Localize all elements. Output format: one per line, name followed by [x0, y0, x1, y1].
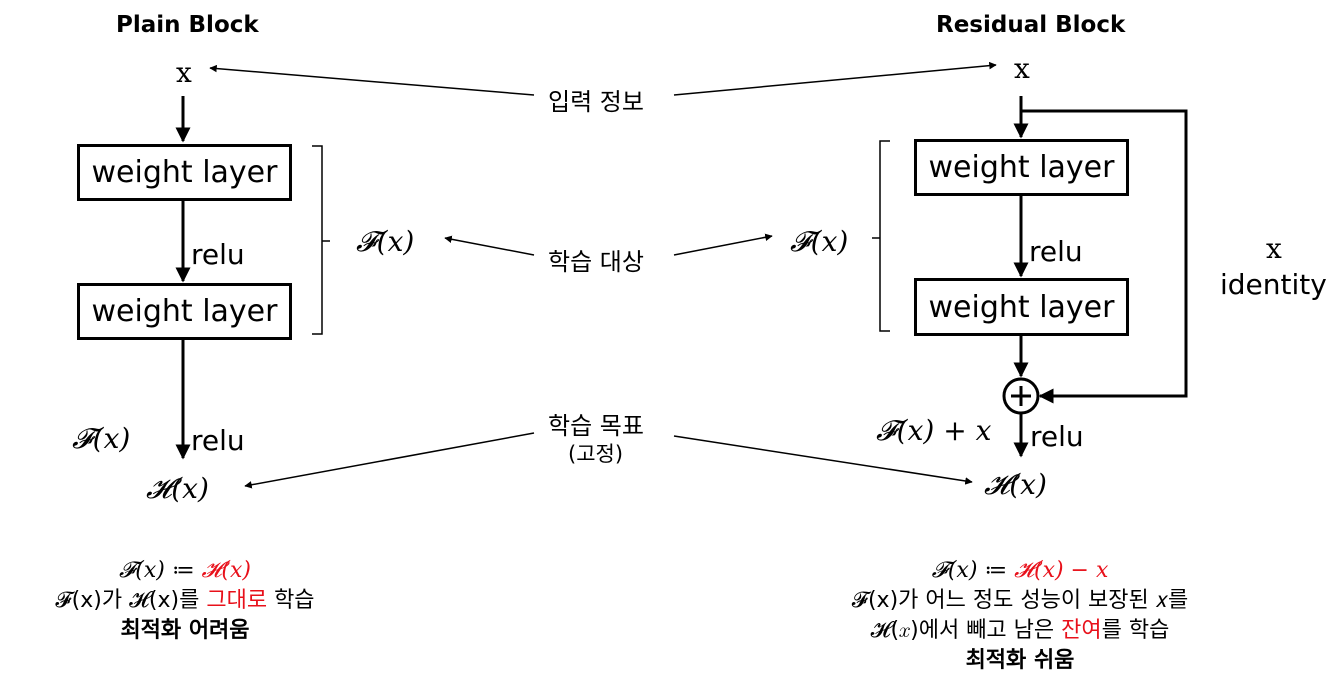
input-info-label: 입력 정보: [548, 88, 644, 116]
arrow-input-info-left: [209, 64, 535, 96]
right-bracket: [872, 140, 890, 332]
residual-block-note: 𝓕(x) ≔ 𝓗(x) − x 𝓕(x)가 어느 정도 성능이 보장된 𝑥를 𝓗…: [790, 556, 1250, 676]
left-input-x: x: [176, 56, 192, 89]
left-fx-label: 𝓕(x): [72, 422, 131, 455]
identity-x: x: [1266, 232, 1282, 265]
identity-label: identity: [1220, 268, 1327, 301]
right-sum-label: 𝓕(x) + x: [876, 414, 992, 447]
right-hx-output: 𝓗(x): [984, 468, 1047, 501]
plain-block-note: 𝓕(x) ≔ 𝓗(x) 𝓕(x)가 𝓗(x)를 그대로 학습 최적화 어려움: [20, 556, 350, 646]
fixed-label: (고정): [568, 442, 624, 466]
right-relu-1: relu: [1029, 235, 1083, 268]
left-hx-output: 𝓗(x): [146, 472, 209, 505]
residual-conclusion: 최적화 쉬움: [965, 648, 1075, 673]
right-weight-layer-2: weight layer: [914, 278, 1129, 336]
plain-block-title: Plain Block: [116, 12, 259, 38]
right-relu-2: relu: [1030, 420, 1084, 453]
left-relu-2: relu: [191, 424, 245, 457]
arrow-input-info-right: [673, 61, 997, 96]
right-input-x: x: [1014, 52, 1030, 85]
residual-desc-1: 𝓕(x)가 어느 정도 성능이 보장된 𝑥를: [851, 588, 1189, 613]
center-fx-label: 𝓕(x): [356, 225, 415, 258]
arrow-target-left: [444, 235, 535, 256]
arrow-target-right: [673, 233, 773, 256]
residual-block-title: Residual Block: [936, 12, 1126, 38]
arrow-goal-left: [244, 432, 535, 489]
plain-eq: 𝓕(x) ≔ 𝓗(x): [119, 558, 251, 583]
residual-desc-2: 𝓗(𝑥)에서 빼고 남은 잔여를 학습: [870, 618, 1170, 643]
learning-goal-label: 학습 목표: [548, 412, 644, 440]
residual-eq: 𝓕(x) ≔ 𝓗(x) − x: [931, 558, 1109, 583]
plain-conclusion: 최적화 어려움: [120, 618, 250, 643]
arrow-goal-right: [673, 435, 973, 485]
left-relu-1: relu: [191, 238, 245, 271]
learning-target-label: 학습 대상: [548, 248, 644, 276]
plain-desc: 𝓕(x)가 𝓗(x)를 그대로 학습: [55, 588, 315, 613]
right-fx-label: 𝓕(x): [790, 225, 849, 258]
right-weight-layer-1: weight layer: [914, 139, 1129, 196]
left-weight-layer-1: weight layer: [77, 144, 292, 201]
left-bracket: [312, 145, 330, 335]
left-weight-layer-2: weight layer: [77, 283, 292, 340]
identity-skip-path: [1021, 109, 1188, 404]
